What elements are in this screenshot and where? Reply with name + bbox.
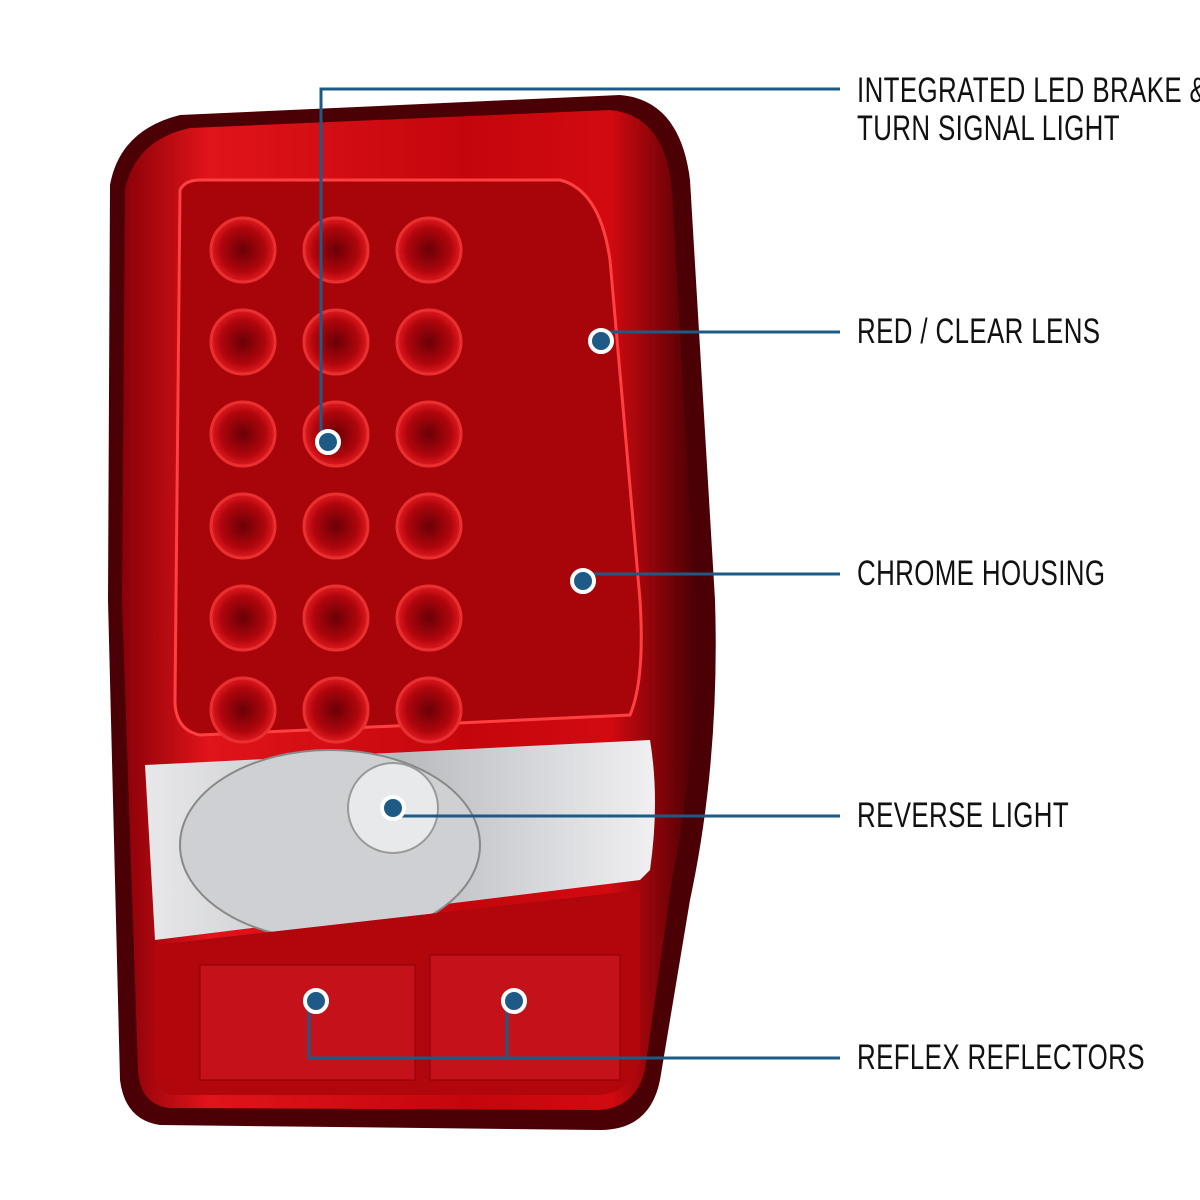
led-bulb — [209, 676, 277, 744]
led-bulb — [395, 492, 463, 560]
callout-lines — [307, 87, 840, 1060]
led-bulb — [209, 492, 277, 560]
callout-red-clear-lens: RED / CLEAR LENS — [857, 312, 1101, 351]
callout-reverse-light: REVERSE LIGHT — [857, 796, 1070, 835]
led-bulb — [395, 584, 463, 652]
callout-dot-lens — [588, 328, 614, 354]
led-bulb — [302, 216, 370, 284]
led-bulb — [209, 400, 277, 468]
led-bulb — [209, 216, 277, 284]
led-bulb — [209, 308, 277, 376]
callout-reflex-reflectors: REFLEX REFLECTORS — [857, 1038, 1145, 1077]
callout-chrome-housing: CHROME HOUSING — [857, 554, 1106, 593]
callout-dot-led — [315, 429, 341, 455]
led-bulb — [302, 676, 370, 744]
callout-dot-reverse — [380, 795, 406, 821]
led-bulb — [302, 308, 370, 376]
led-bulb — [209, 584, 277, 652]
callout-dot-reflector-left — [303, 988, 329, 1014]
led-bulb — [395, 400, 463, 468]
reflector-right — [429, 954, 621, 1081]
led-bulb — [395, 308, 463, 376]
callout-dot-housing — [570, 568, 596, 594]
callout-text-line: TURN SIGNAL LIGHT — [857, 109, 1120, 148]
led-bulb — [302, 492, 370, 560]
led-bulb — [395, 216, 463, 284]
led-bulb — [302, 584, 370, 652]
callout-dot-reflector-right — [501, 988, 527, 1014]
callout-dots — [303, 328, 614, 1014]
callout-led-brake-turn: INTEGRATED LED BRAKE & TURN SIGNAL LIGHT — [857, 72, 1200, 148]
reverse-bulb-reflector — [179, 749, 481, 941]
led-bulb — [395, 676, 463, 744]
callout-text-line: INTEGRATED LED BRAKE & — [857, 71, 1200, 110]
